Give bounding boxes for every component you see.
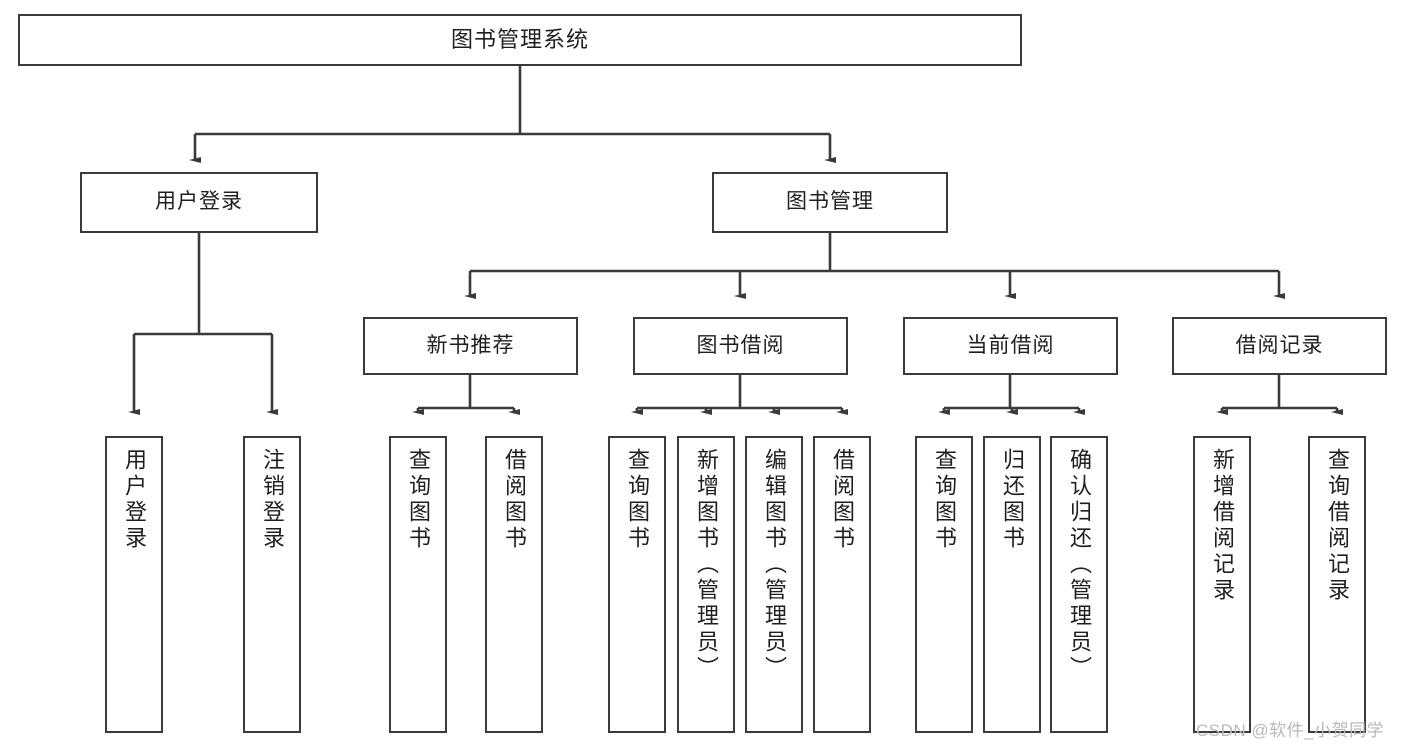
node-label: 图书管理 (786, 190, 874, 214)
leaf-current-confirm-return[interactable]: 确认归还（管理员） (1050, 436, 1108, 733)
node-label: 查询图书 (624, 448, 650, 552)
leaf-user-login-logout[interactable]: 注销登录 (243, 436, 301, 733)
node-label: 当前借阅 (966, 333, 1055, 357)
leaf-current-query-book[interactable]: 查询图书 (915, 436, 973, 733)
node-book-management[interactable]: 图书管理 (712, 172, 948, 233)
node-label: 查询图书 (405, 448, 431, 552)
node-label: 查询图书 (931, 448, 957, 552)
node-label: 编辑图书（管理员） (761, 448, 787, 682)
node-label: 借阅记录 (1235, 333, 1324, 357)
node-label: 借阅图书 (829, 448, 855, 552)
leaf-recommend-borrow-book[interactable]: 借阅图书 (485, 436, 543, 733)
node-label: 查询借阅记录 (1324, 448, 1350, 604)
leaf-records-add-record[interactable]: 新增借阅记录 (1193, 436, 1251, 733)
node-borrow-records[interactable]: 借阅记录 (1172, 317, 1387, 375)
leaf-recommend-query-book[interactable]: 查询图书 (389, 436, 447, 733)
node-label: 归还图书 (999, 448, 1025, 552)
node-label: 用户登录 (155, 190, 243, 214)
leaf-borrow-edit-book[interactable]: 编辑图书（管理员） (745, 436, 803, 733)
csdn-watermark: CSDN @软件_小贺同学 (1196, 721, 1385, 740)
node-label: 注销登录 (259, 448, 285, 552)
node-label: 新增图书（管理员） (693, 448, 719, 682)
node-label: 借阅图书 (501, 448, 527, 552)
node-user-login[interactable]: 用户登录 (80, 172, 318, 233)
node-label: 确认归还（管理员） (1066, 448, 1092, 682)
node-label: 图书管理系统 (450, 27, 589, 53)
node-root-system[interactable]: 图书管理系统 (18, 14, 1022, 66)
node-new-book-recommend[interactable]: 新书推荐 (363, 317, 578, 375)
node-book-borrow[interactable]: 图书借阅 (633, 317, 848, 375)
node-label: 图书借阅 (696, 333, 785, 357)
leaf-records-query-record[interactable]: 查询借阅记录 (1308, 436, 1366, 733)
node-label: 新书推荐 (426, 333, 515, 357)
leaf-borrow-borrow-book[interactable]: 借阅图书 (813, 436, 871, 733)
node-label: 用户登录 (121, 448, 147, 552)
leaf-user-login-login[interactable]: 用户登录 (105, 436, 163, 733)
leaf-borrow-add-book[interactable]: 新增图书（管理员） (677, 436, 735, 733)
node-label: 新增借阅记录 (1209, 448, 1235, 604)
leaf-borrow-query-book[interactable]: 查询图书 (608, 436, 666, 733)
leaf-current-return-book[interactable]: 归还图书 (983, 436, 1041, 733)
node-current-borrow[interactable]: 当前借阅 (903, 317, 1118, 375)
